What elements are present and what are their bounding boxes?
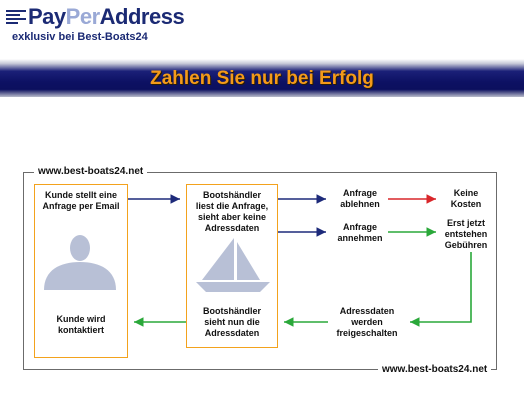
customer-box [34,184,128,358]
released-text: Adressdaten werden freigeschalten [336,306,398,338]
logo-pay: Pay [28,4,66,29]
diagram-frame [23,172,497,370]
logo-wordmark: PayPerAddress [28,4,185,30]
dealer-sees-text: Bootshändler sieht nun die Adressdaten [202,306,261,338]
customer-request-text: Kunde stellt eine Anfrage per Email [42,190,120,211]
person-silhouette-icon [44,235,116,290]
banner-title: Zahlen Sie nur bei Erfolg [150,68,374,89]
header-banner: Zahlen Sie nur bei Erfolg [0,59,524,97]
fees-text: Erst jetzt entstehen Gebühren [444,218,488,250]
logo-per: Per [65,4,100,29]
accept-text: Anfrage annehmen [337,222,383,243]
logo-lines-icon [6,10,26,26]
payperaddress-logo: PayPerAddress exklusiv bei Best-Boats24 [6,4,185,44]
logo-subtitle: exklusiv bei Best-Boats24 [12,31,148,43]
frame-label-top: www.best-boats24.net [34,166,148,177]
customer-contacted-text: Kunde wird kontaktiert [56,314,106,335]
sailboat-silhouette-icon [196,238,270,292]
frame-label-bottom: www.best-boats24.net [378,364,492,375]
logo-address: Address [99,4,185,29]
dealer-reads-text: Bootshändler liest die Anfrage, sieht ab… [195,190,269,233]
reject-text: Anfrage ablehnen [340,188,380,209]
no-costs-text: Keine Kosten [450,188,482,209]
